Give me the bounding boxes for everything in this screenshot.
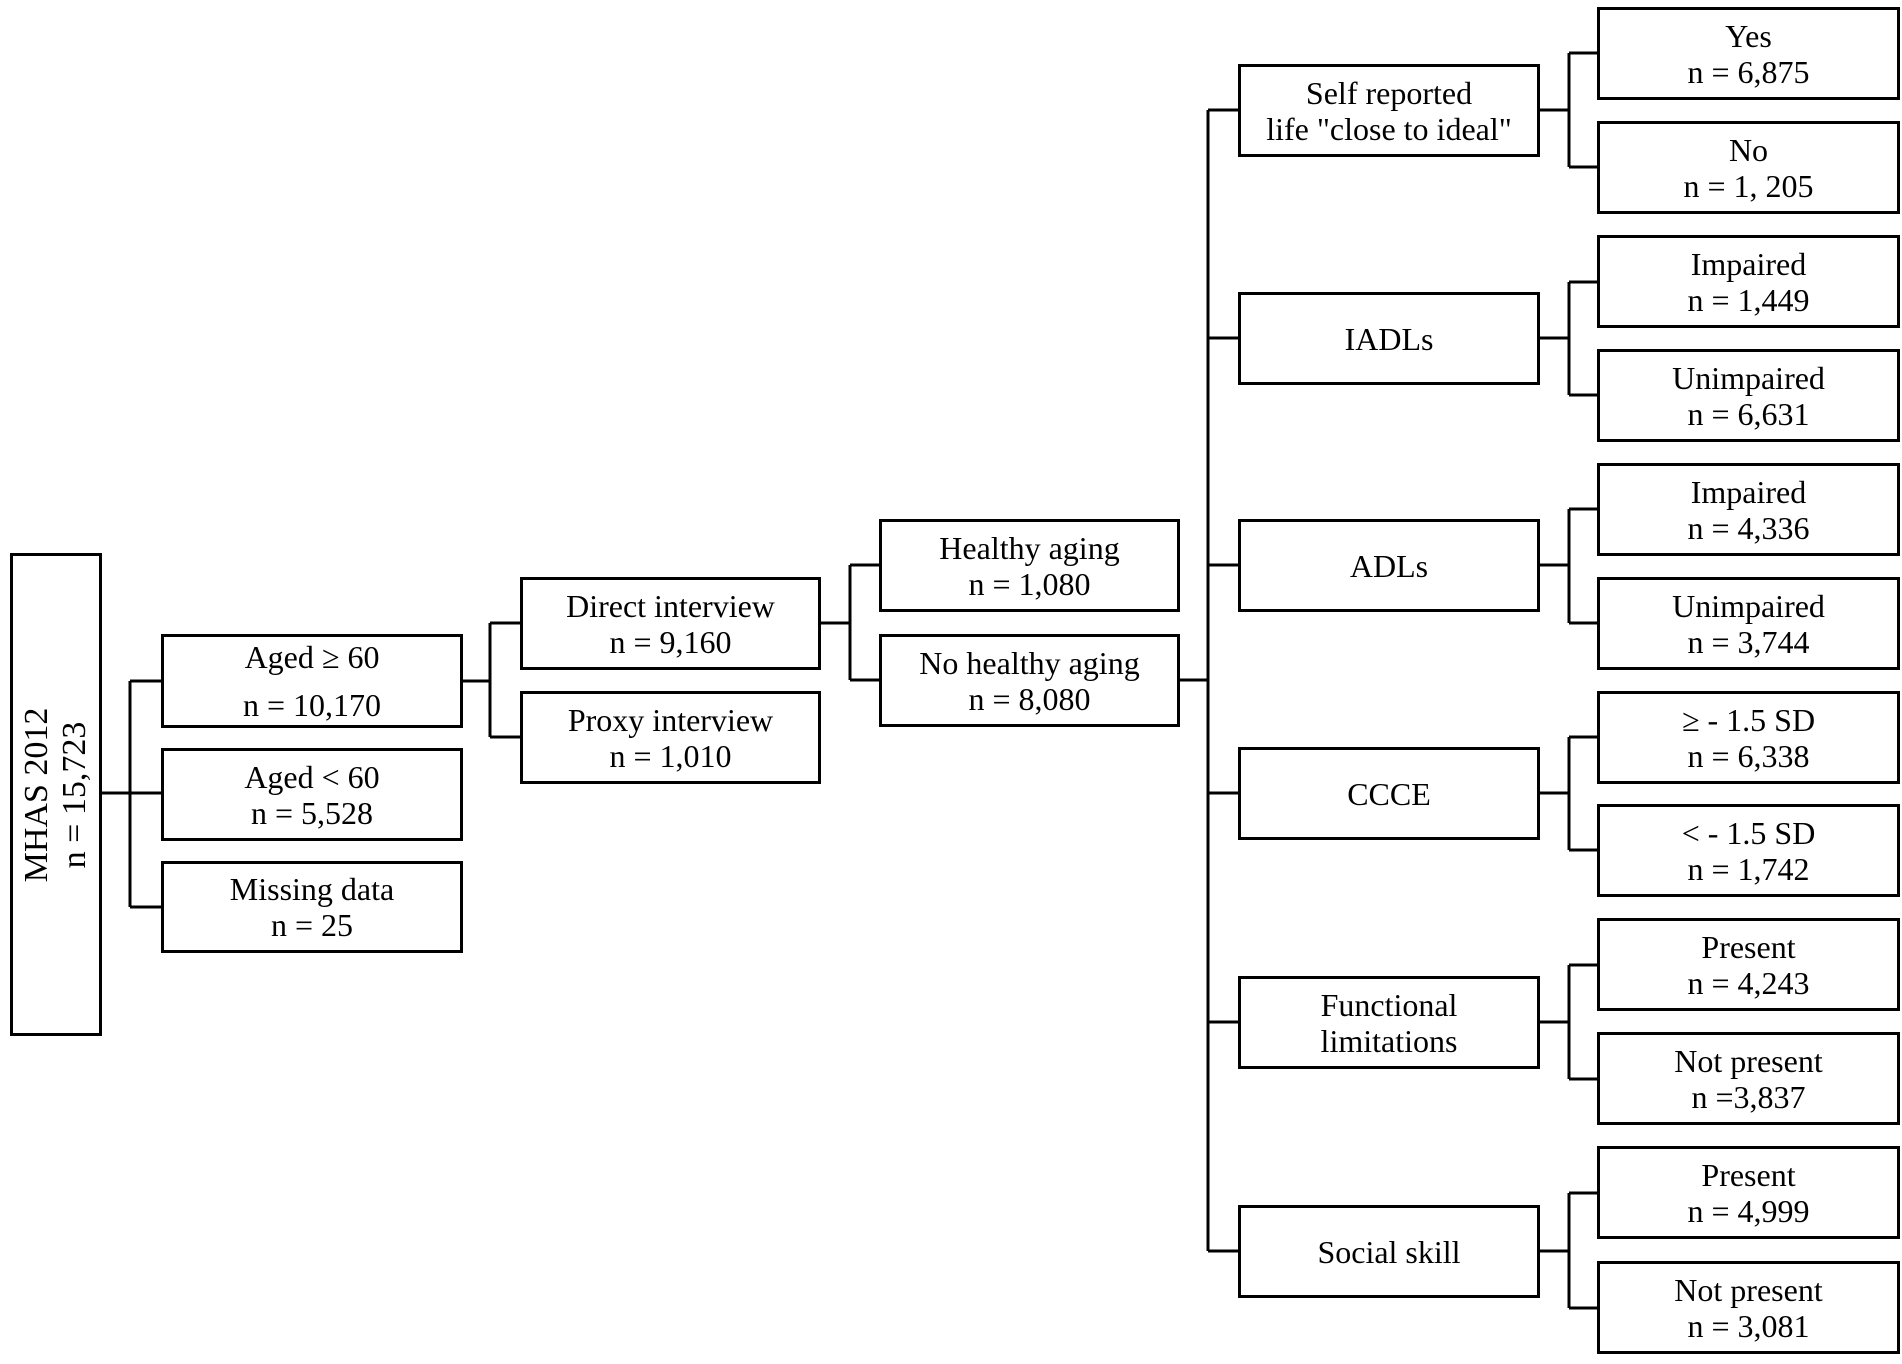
outcome-box: Impaired n = 4,336 bbox=[1597, 463, 1900, 556]
domain-label: life "close to ideal" bbox=[1266, 110, 1512, 147]
outcome-count: n = 6,338 bbox=[1687, 737, 1810, 774]
outcome-label: Unimpaired bbox=[1672, 587, 1825, 624]
domain-box-adls: ADLs bbox=[1238, 519, 1540, 612]
outcome-label: No bbox=[1728, 131, 1769, 168]
domain-label: Functional bbox=[1320, 986, 1458, 1023]
domain-box-iadls: IADLs bbox=[1238, 292, 1540, 385]
outcome-box: Present n = 4,999 bbox=[1597, 1146, 1900, 1239]
no-healthy-aging-count: n = 8,080 bbox=[968, 680, 1091, 717]
outcome-box: Not present n =3,837 bbox=[1597, 1032, 1900, 1125]
domain-box-ccce: CCCE bbox=[1238, 747, 1540, 840]
outcome-label: Unimpaired bbox=[1672, 359, 1825, 396]
root-count: n = 15,723 bbox=[56, 721, 93, 868]
outcome-label: Yes bbox=[1725, 17, 1772, 54]
outcome-label: Impaired bbox=[1690, 473, 1807, 510]
outcome-box: No n = 1, 205 bbox=[1597, 121, 1900, 214]
proxy-interview-box: Proxy interview n = 1,010 bbox=[520, 691, 821, 784]
outcome-box: < - 1.5 SD n = 1,742 bbox=[1597, 804, 1900, 897]
domain-label: ADLs bbox=[1349, 547, 1429, 584]
domain-label: IADLs bbox=[1344, 320, 1434, 357]
outcome-box: Present n = 4,243 bbox=[1597, 918, 1900, 1011]
outcome-count: n = 4,336 bbox=[1687, 509, 1810, 546]
domain-box-life-ideal: Self reported life "close to ideal" bbox=[1238, 64, 1540, 157]
outcome-box: Impaired n = 1,449 bbox=[1597, 235, 1900, 328]
no-healthy-aging-box: No healthy aging n = 8,080 bbox=[879, 634, 1180, 727]
outcome-count: n = 1,449 bbox=[1687, 281, 1810, 318]
domain-label: limitations bbox=[1320, 1022, 1458, 1059]
missing-data-label: Missing data bbox=[229, 871, 395, 907]
outcome-count: n = 3,744 bbox=[1687, 623, 1810, 660]
outcome-count: n = 4,243 bbox=[1687, 964, 1810, 1001]
domain-box-social-skill: Social skill bbox=[1238, 1205, 1540, 1298]
direct-interview-count: n = 9,160 bbox=[609, 623, 732, 660]
aged-under-60-count: n = 5,528 bbox=[250, 794, 374, 831]
no-healthy-aging-label: No healthy aging bbox=[919, 644, 1140, 681]
outcome-label: Not present bbox=[1674, 1271, 1823, 1308]
outcome-label: Not present bbox=[1674, 1042, 1823, 1079]
outcome-count: n = 6,631 bbox=[1687, 395, 1810, 432]
outcome-count: n =3,837 bbox=[1691, 1078, 1806, 1115]
outcome-label: Impaired bbox=[1690, 245, 1807, 282]
aged-60-plus-label: Aged ≥ 60 bbox=[244, 639, 380, 675]
missing-data-count: n = 25 bbox=[270, 907, 354, 943]
outcome-label: < - 1.5 SD bbox=[1681, 814, 1816, 851]
aged-60-plus-box: Aged ≥ 60 n = 10,170 bbox=[161, 634, 463, 728]
proxy-interview-label: Proxy interview bbox=[567, 701, 774, 738]
root-box: MHAS 2012 n = 15,723 bbox=[10, 553, 102, 1036]
outcome-count: n = 3,081 bbox=[1687, 1307, 1810, 1344]
outcome-label: Present bbox=[1701, 928, 1796, 965]
outcome-count: n = 6,875 bbox=[1687, 53, 1810, 90]
aged-60-plus-count: n = 10,170 bbox=[242, 687, 382, 723]
healthy-aging-count: n = 1,080 bbox=[968, 565, 1091, 602]
outcome-count: n = 1,742 bbox=[1687, 850, 1810, 887]
domain-label: CCCE bbox=[1347, 775, 1431, 812]
outcome-count: n = 4,999 bbox=[1687, 1192, 1810, 1229]
outcome-box: Unimpaired n = 6,631 bbox=[1597, 349, 1900, 442]
direct-interview-box: Direct interview n = 9,160 bbox=[520, 577, 821, 670]
outcome-label: ≥ - 1.5 SD bbox=[1681, 701, 1816, 738]
domain-label: Social skill bbox=[1317, 1233, 1461, 1270]
domain-box-functional-limitations: Functional limitations bbox=[1238, 976, 1540, 1069]
aged-under-60-box: Aged < 60 n = 5,528 bbox=[161, 748, 463, 841]
outcome-box: Not present n = 3,081 bbox=[1597, 1261, 1900, 1354]
healthy-aging-box: Healthy aging n = 1,080 bbox=[879, 519, 1180, 612]
outcome-box: Yes n = 6,875 bbox=[1597, 7, 1900, 100]
outcome-label: Present bbox=[1701, 1156, 1796, 1193]
missing-data-box: Missing data n = 25 bbox=[161, 861, 463, 953]
direct-interview-label: Direct interview bbox=[566, 587, 775, 624]
healthy-aging-label: Healthy aging bbox=[939, 529, 1120, 566]
proxy-interview-count: n = 1,010 bbox=[609, 737, 732, 774]
outcome-count: n = 1, 205 bbox=[1683, 167, 1814, 204]
aged-under-60-label: Aged < 60 bbox=[244, 758, 380, 795]
root-title: MHAS 2012 bbox=[18, 707, 55, 882]
outcome-box: ≥ - 1.5 SD n = 6,338 bbox=[1597, 691, 1900, 784]
domain-label: Self reported bbox=[1305, 74, 1473, 111]
outcome-box: Unimpaired n = 3,744 bbox=[1597, 577, 1900, 670]
